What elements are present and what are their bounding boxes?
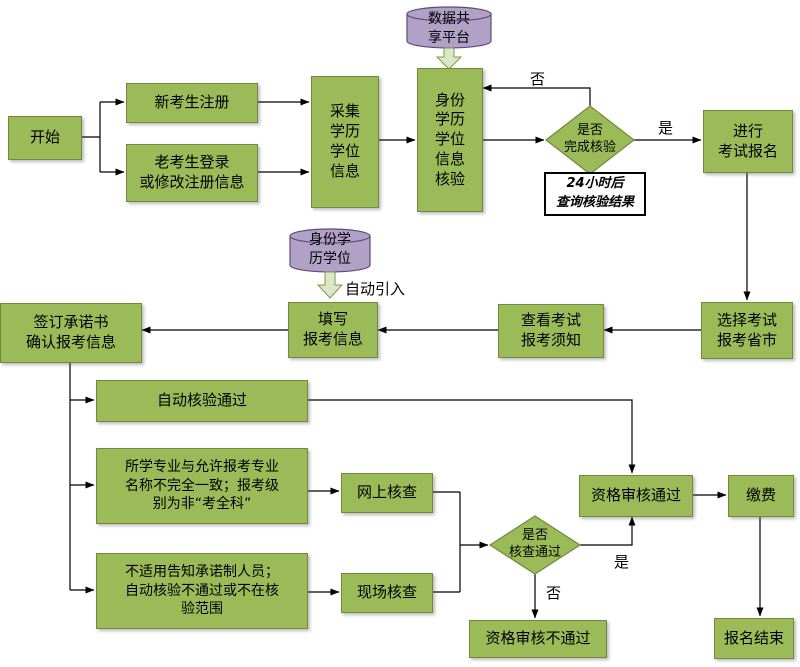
edge-start-branch <box>80 102 101 172</box>
node-fill-info-line-1: 填写 <box>317 310 348 329</box>
node-exam-register-line-1: 进行 <box>732 121 763 140</box>
node-not-applicable-line-1: 不适用告知承诺制人员； <box>125 564 279 581</box>
node-select-province-line-1: 选择考试 <box>716 310 777 329</box>
edge-label-no-verification: 否 <box>530 70 546 88</box>
node-major-mismatch-line-2: 名称不完全一致；报考级 <box>125 477 279 494</box>
node-new-register-label: 新考生注册 <box>154 93 230 112</box>
node-not-applicable-line-3: 验范围 <box>181 601 223 618</box>
note-24h-result: 24小时后 查询核验结果 <box>544 172 646 216</box>
node-fill-register-info: 填写 报考信息 <box>288 302 378 358</box>
node-pay-label: 缴费 <box>745 486 776 505</box>
node-major-mismatch: 所学专业与允许报考专业 名称不完全一致；报考级 别为非“考全科” <box>96 448 308 524</box>
node-old-login-line-1: 老考生登录 <box>154 153 230 172</box>
node-online-check-label: 网上核查 <box>356 483 417 502</box>
edge-label-auto-import: 自动引入 <box>345 280 406 298</box>
node-new-candidate-register: 新考生注册 <box>126 83 258 123</box>
node-view-notice-line-2: 报考须知 <box>520 331 581 349</box>
diamond-verification-complete-shape <box>545 105 635 175</box>
node-sign-line-2: 确认报考信息 <box>25 333 116 351</box>
node-not-applicable-line-2: 自动核验不通过或不在核 <box>125 582 279 599</box>
node-verify-line-5: 核验 <box>434 169 465 188</box>
node-verify-line-3: 学位 <box>434 130 465 149</box>
node-register-end-label: 报名结束 <box>723 628 784 647</box>
diamond-check-pass-shape <box>488 515 582 575</box>
node-old-login-line-2: 或修改注册信息 <box>139 173 245 191</box>
connector-lines <box>69 84 764 619</box>
node-view-notice-line-1: 查看考试 <box>520 311 581 330</box>
node-qualification-fail: 资格审核不通过 <box>469 620 607 658</box>
edge-check-junction <box>431 491 461 593</box>
node-not-applicable: 不适用告知承诺制人员； 自动核验不通过或不在核 验范围 <box>96 553 308 629</box>
node-verify-line-1: 身份 <box>434 90 465 109</box>
node-old-candidate-login: 老考生登录 或修改注册信息 <box>126 144 258 202</box>
edge-auto-pass-to-qual <box>306 399 636 474</box>
node-verify-line-4: 信息 <box>434 149 465 168</box>
node-major-mismatch-line-3: 别为非“考全科” <box>152 496 252 513</box>
note-24h-line-1: 24小时后 <box>566 176 624 192</box>
node-verify-line-2: 学历 <box>434 110 465 129</box>
edge-label-no-check: 否 <box>546 584 562 602</box>
node-register-end: 报名结束 <box>714 618 794 659</box>
node-onsite-check: 现场核查 <box>341 573 433 613</box>
node-select-province-line-2: 报考省市 <box>716 330 777 349</box>
node-sign-commitment: 签订承诺书 确认报考信息 <box>0 303 142 363</box>
node-select-province: 选择考试 报考省市 <box>701 302 793 359</box>
block-arrow-auto-import-icon <box>316 271 344 299</box>
node-qual-fail-label: 资格审核不通过 <box>485 629 591 648</box>
node-qual-pass-label: 资格审核通过 <box>590 486 681 505</box>
node-qualification-pass: 资格审核通过 <box>579 475 693 517</box>
node-onsite-check-label: 现场核查 <box>356 583 417 602</box>
edge-no-loop <box>482 84 591 106</box>
edge-label-yes-verification: 是 <box>658 119 674 137</box>
note-24h-line-2: 查询核验结果 <box>555 195 634 210</box>
node-collect-line-1: 采集 <box>329 102 360 121</box>
node-collect-line-4: 信息 <box>329 161 360 180</box>
cylinder-data-sharing-platform <box>406 6 492 49</box>
node-collect-education-info: 采集 学历 学位 信息 <box>311 76 379 208</box>
node-online-check: 网上核查 <box>341 473 433 513</box>
edge-yes-to-qual-pass <box>580 516 636 546</box>
node-exam-register-line-2: 考试报名 <box>717 141 778 160</box>
node-fill-info-line-2: 报考信息 <box>302 330 363 348</box>
edge-label-yes-check: 是 <box>614 553 630 571</box>
node-view-notice: 查看考试 报考须知 <box>498 304 604 358</box>
node-identity-verification: 身份 学历 学位 信息 核验 <box>417 68 483 212</box>
node-auto-pass-label: 自动核验通过 <box>156 391 247 410</box>
node-sign-line-1: 签订承诺书 <box>33 313 109 332</box>
node-collect-line-2: 学历 <box>329 122 360 141</box>
block-arrow-data-platform-icon <box>435 47 463 70</box>
node-auto-verify-pass: 自动核验通过 <box>96 380 308 422</box>
node-major-mismatch-line-1: 所学专业与允许报考专业 <box>125 459 279 476</box>
node-collect-line-3: 学位 <box>329 142 360 160</box>
node-pay: 缴费 <box>728 475 794 517</box>
node-proceed-exam-register: 进行 考试报名 <box>703 110 793 173</box>
node-start: 开始 <box>8 116 82 160</box>
node-start-label: 开始 <box>29 128 60 147</box>
cylinder-identity-education <box>289 228 371 273</box>
